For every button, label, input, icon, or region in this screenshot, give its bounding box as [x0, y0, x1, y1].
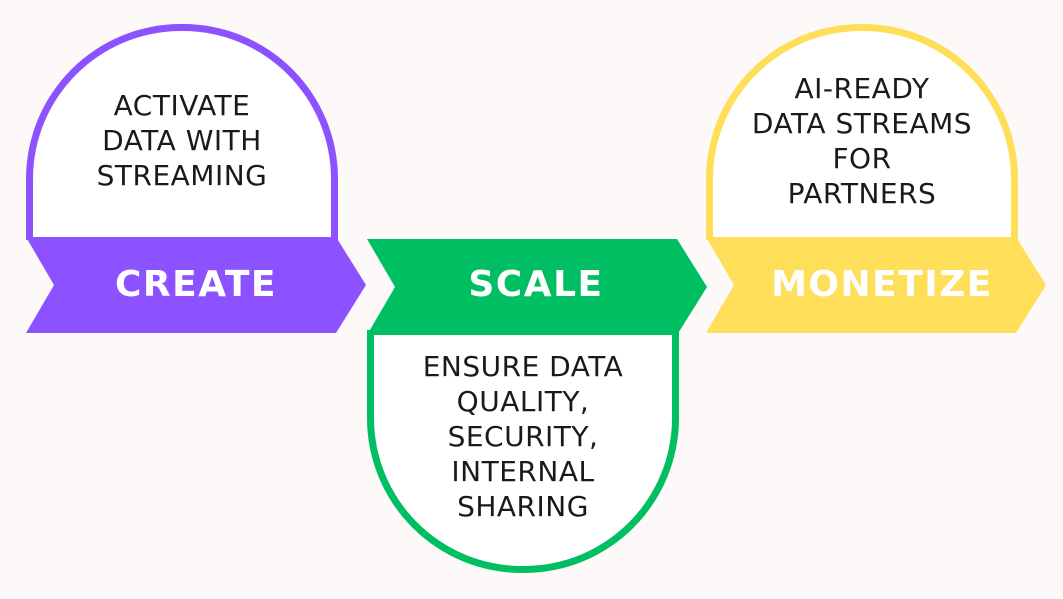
scale-arch [367, 330, 679, 573]
create-chevron [26, 237, 366, 333]
scale-description: ENSURE DATA QUALITY, SECURITY, INTERNAL … [422, 350, 624, 523]
scale-label: SCALE [468, 264, 604, 305]
create-description: ACTIVATE DATA WITH STREAMING [96, 89, 268, 192]
scale-chevron [367, 239, 707, 335]
monetize-description: AI-READY DATA STREAMS FOR PARTNERS [751, 72, 973, 210]
monetize-chevron [706, 237, 1046, 333]
monetize-label: MONETIZE [771, 264, 993, 305]
create-label: CREATE [115, 264, 277, 305]
